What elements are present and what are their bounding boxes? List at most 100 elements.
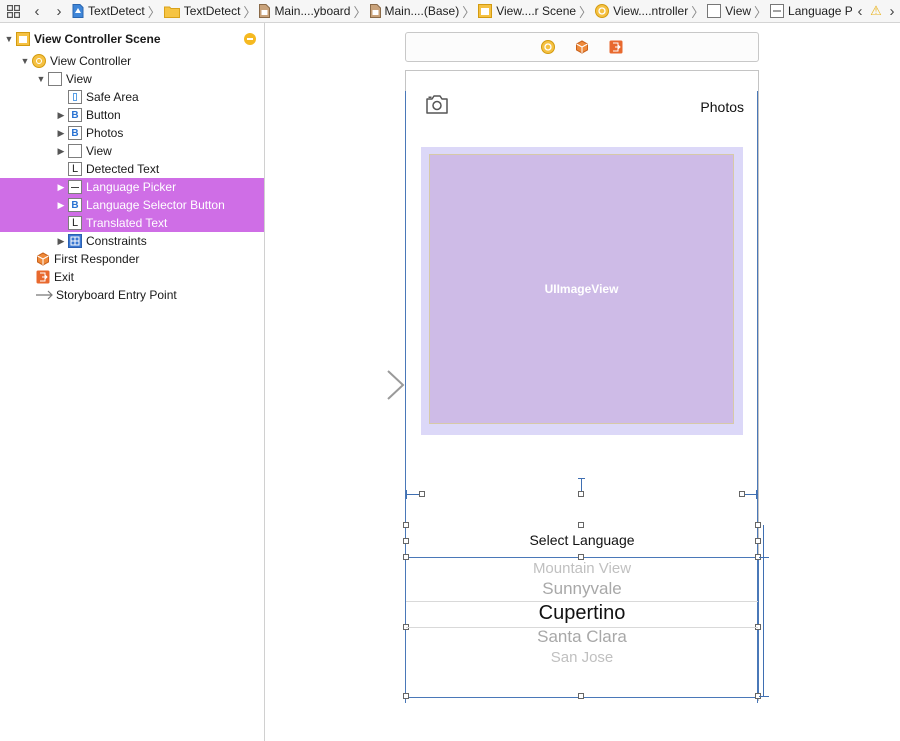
resize-handle[interactable] (403, 538, 409, 544)
outline-item-detected-text[interactable]: L Detected Text (0, 160, 264, 178)
picker-row-selected[interactable]: Cupertino (538, 602, 626, 624)
chevron-right-icon: 〉 (353, 4, 367, 20)
crumb-project[interactable]: TextDetect (70, 0, 147, 22)
outline-item-safe-area[interactable]: Safe Area (0, 88, 264, 106)
crumb-storyboard[interactable]: Main....yboard (257, 0, 352, 22)
disclosure-closed-icon[interactable]: ▶ (57, 235, 65, 246)
language-selector-button[interactable]: Select Language (529, 532, 635, 548)
constraint-line (406, 490, 407, 499)
constraint-line (756, 490, 757, 499)
resize-handle[interactable] (578, 522, 584, 528)
outline-item-label: Language Picker (86, 180, 177, 194)
view-icon (68, 144, 82, 158)
forward-button[interactable]: › (56, 2, 62, 20)
outline-item-view-controller[interactable]: ▼ View Controller (0, 52, 264, 70)
resize-handle[interactable] (578, 491, 584, 497)
crumb-scene[interactable]: View....r Scene (476, 0, 578, 22)
chevron-right-icon: 〉 (243, 4, 257, 20)
chevron-right-icon: 〉 (691, 4, 705, 20)
picker-selection-line (406, 601, 758, 602)
outline-item-label: Constraints (86, 234, 147, 248)
crumb-label: View (725, 4, 752, 18)
outline-item-button[interactable]: ▶ B Button (0, 106, 264, 124)
outline-item-label: View (66, 72, 92, 86)
view-controller-icon[interactable] (540, 39, 556, 55)
outline-item-translated-text[interactable]: L Translated Text (0, 214, 264, 232)
crumb-view-controller[interactable]: View....ntroller (593, 0, 690, 22)
disclosure-closed-icon[interactable]: ▶ (57, 181, 65, 192)
previous-issue-button[interactable]: ‹ (857, 2, 863, 20)
outline-item-first-responder[interactable]: First Responder (0, 250, 264, 268)
disclosure-closed-icon[interactable]: ▶ (57, 199, 65, 210)
label-icon: L (68, 162, 82, 176)
image-view[interactable]: UIImageView (429, 154, 734, 424)
first-responder-icon[interactable] (574, 39, 590, 55)
outline-item-label: View Controller (50, 54, 132, 68)
outline-item-label: Detected Text (86, 162, 160, 176)
constraint-line (742, 494, 758, 495)
document-outline: ▼ View Controller Scene ▼ View Controlle… (0, 23, 265, 741)
resize-handle[interactable] (403, 522, 409, 528)
language-picker[interactable]: Mountain View Sunnyvale Cupertino Santa … (406, 558, 758, 698)
outline-item-language-selector-button[interactable]: ▶ B Language Selector Button (0, 196, 264, 214)
image-container[interactable]: UIImageView (421, 147, 743, 435)
scene-dock (405, 32, 759, 62)
view-icon (48, 72, 62, 86)
outline-item-label: Exit (54, 270, 75, 284)
resize-handle[interactable] (578, 693, 584, 699)
button-icon: B (68, 126, 82, 140)
resize-handle[interactable] (403, 554, 409, 560)
back-button[interactable]: ‹ (34, 2, 40, 20)
exit-icon[interactable] (608, 39, 624, 55)
outline-item-language-picker[interactable]: ▶ Language Picker (0, 178, 264, 196)
related-items-grid-icon[interactable] (0, 0, 26, 22)
outline-item-view[interactable]: ▼ View (0, 70, 264, 88)
outline-item-photos[interactable]: ▶ B Photos (0, 124, 264, 142)
chevron-right-icon: 〉 (579, 4, 593, 20)
outline-item-exit[interactable]: Exit (0, 268, 264, 286)
picker-icon (770, 4, 785, 18)
crumb-view[interactable]: View (705, 0, 753, 22)
storyboard-canvas[interactable]: Photos UIImageView Select Language (265, 23, 900, 741)
outline-item-constraints[interactable]: ▶ Constraints (0, 232, 264, 250)
constraint-line (759, 696, 769, 697)
outline-item-label: Button (86, 108, 121, 122)
crumb-storyboard-base[interactable]: Main....(Base) (368, 0, 462, 22)
project-file-icon (72, 4, 84, 18)
outline-item-label: Language Selector Button (86, 198, 225, 212)
label-icon: L (68, 216, 82, 230)
disclosure-open-icon[interactable]: ▼ (36, 74, 46, 84)
resize-handle[interactable] (739, 491, 745, 497)
issue-navigator: ‹ ⚠ › (852, 0, 900, 22)
photos-button[interactable]: Photos (700, 99, 744, 115)
disclosure-closed-icon[interactable]: ▶ (57, 145, 65, 156)
crumb-label: Main....(Base) (384, 4, 460, 18)
view-controller-icon (595, 4, 610, 18)
picker-row[interactable]: Sunnyvale (542, 579, 622, 598)
disclosure-open-icon[interactable]: ▼ (4, 34, 14, 44)
resize-handle[interactable] (755, 538, 761, 544)
warning-icon[interactable]: ⚠ (870, 3, 882, 18)
picker-row[interactable]: Mountain View (532, 560, 632, 577)
resize-handle[interactable] (419, 491, 425, 497)
camera-icon[interactable] (425, 95, 449, 117)
outline-item-entry-point[interactable]: Storyboard Entry Point (0, 286, 264, 304)
disclosure-closed-icon[interactable]: ▶ (57, 127, 65, 138)
view-icon (707, 4, 722, 18)
crumb-folder[interactable]: TextDetect (162, 0, 243, 22)
outline-item-subview[interactable]: ▶ View (0, 142, 264, 160)
resize-handle[interactable] (755, 522, 761, 528)
resize-handle[interactable] (403, 693, 409, 699)
disclosure-open-icon[interactable]: ▼ (20, 56, 30, 66)
next-issue-button[interactable]: › (889, 2, 895, 20)
picker-row[interactable]: Santa Clara (537, 627, 627, 646)
outline-item-scene[interactable]: ▼ View Controller Scene (0, 30, 264, 48)
scene-status-icon[interactable] (244, 33, 256, 45)
disclosure-closed-icon[interactable]: ▶ (57, 109, 65, 120)
storyboard-entry-arrow-icon[interactable] (309, 370, 405, 403)
view-controller-frame[interactable]: Photos UIImageView Select Language (403, 70, 769, 703)
resize-handle[interactable] (578, 554, 584, 560)
storyboard-file-icon (369, 4, 381, 18)
picker-row[interactable]: San Jose (550, 649, 614, 666)
constraint-line (759, 557, 769, 558)
